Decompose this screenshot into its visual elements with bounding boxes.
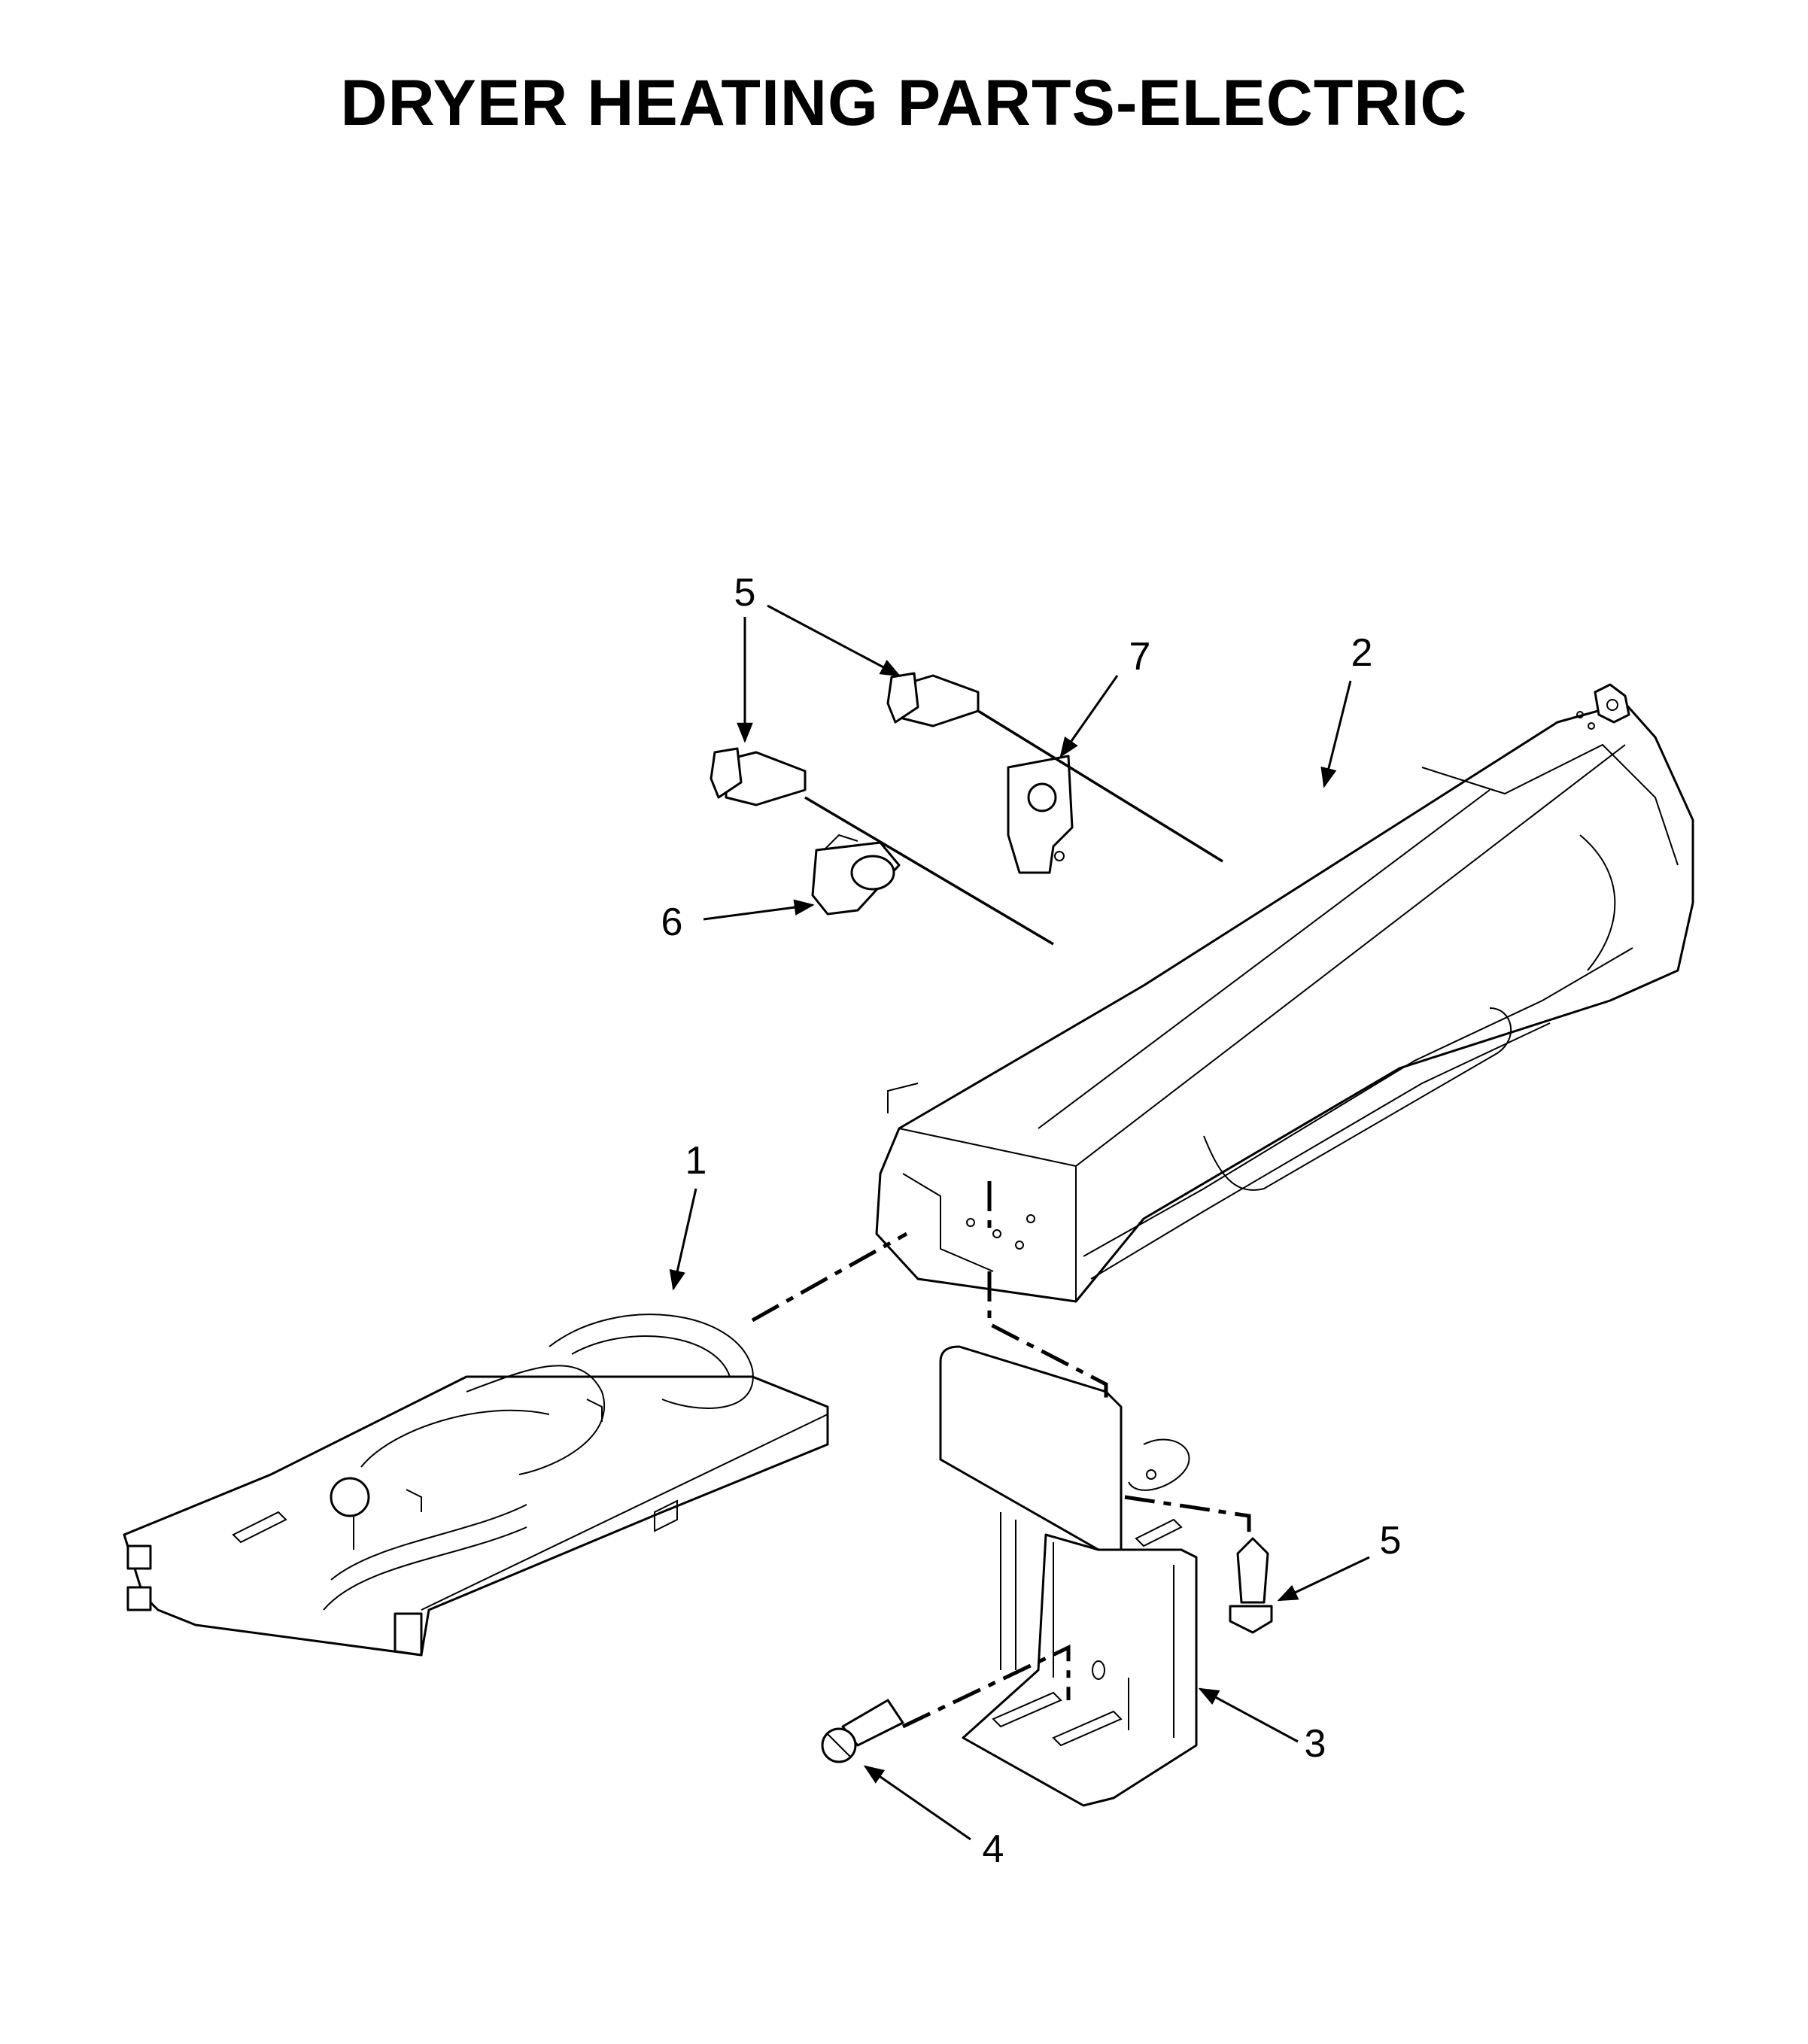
callout-4: 4 bbox=[983, 1827, 1004, 1871]
callout-5-upper: 5 bbox=[734, 571, 756, 615]
page-title: DRYER HEATING PARTS-ELECTRIC bbox=[340, 67, 1468, 139]
callout-3: 3 bbox=[1305, 1722, 1326, 1766]
thermostat-part-6 bbox=[811, 834, 901, 916]
callout-7: 7 bbox=[1129, 635, 1151, 679]
callout-2: 2 bbox=[1351, 631, 1373, 675]
callout-5-lower: 5 bbox=[1380, 1519, 1402, 1563]
screw-part-5-lower bbox=[1229, 1537, 1273, 1634]
thermal-fuse-part-7 bbox=[1007, 755, 1074, 874]
heating-element bbox=[123, 1314, 829, 1657]
callout-1: 1 bbox=[685, 1139, 707, 1183]
screw-part-5-upper bbox=[710, 672, 980, 806]
mounting-bracket bbox=[939, 1345, 1198, 1807]
assembly-lines bbox=[751, 709, 1251, 1729]
screw-part-4 bbox=[821, 1699, 904, 1763]
heater-housing bbox=[875, 683, 1694, 1303]
callout-6: 6 bbox=[661, 901, 683, 944]
leader-lines bbox=[669, 604, 1370, 1841]
